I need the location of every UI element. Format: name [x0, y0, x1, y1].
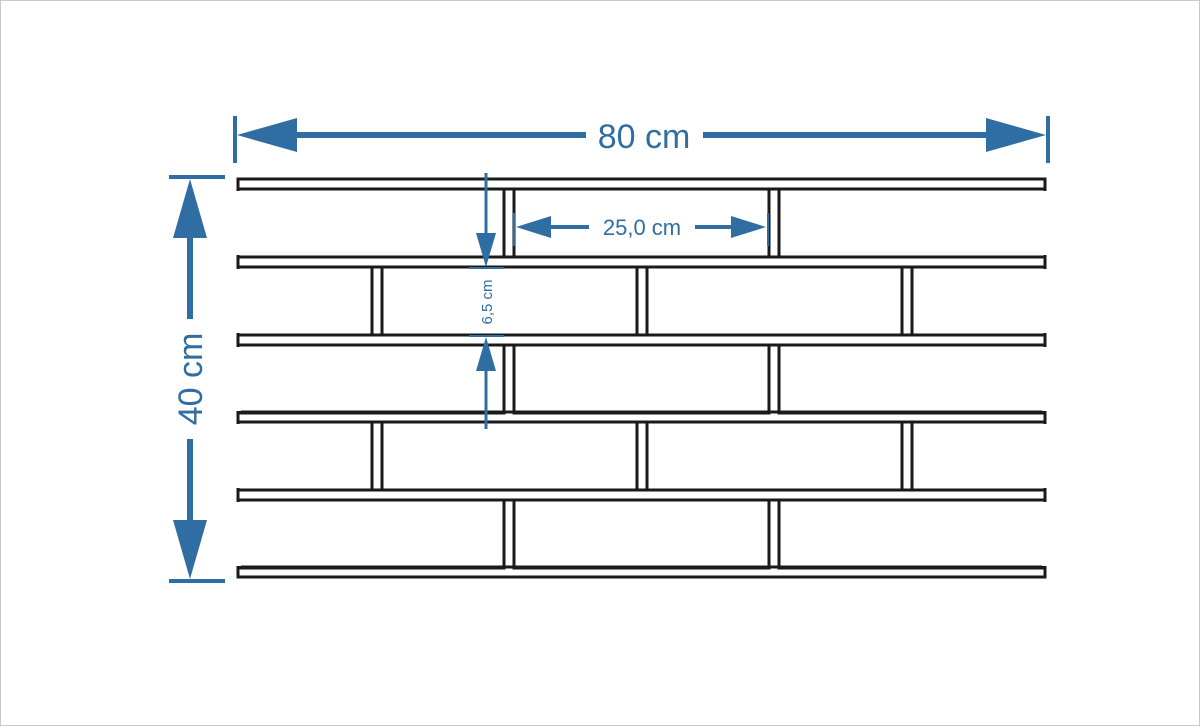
edge-mask — [235, 347, 241, 411]
width-dimension: 80 cm — [233, 116, 1050, 163]
brick-length-dimension: 25,0 cm — [513, 213, 769, 246]
brick — [512, 498, 771, 570]
edge-mask — [235, 269, 241, 333]
brick — [910, 265, 1047, 337]
arrow-up-icon — [173, 179, 207, 238]
height-label: 40 cm — [172, 333, 210, 426]
brick-height-dimension: 6,5 cm — [469, 173, 504, 429]
edge-mask — [1042, 191, 1048, 255]
arrow-up-icon — [476, 337, 496, 371]
edge-mask — [1042, 269, 1048, 333]
brick-panel — [235, 177, 1048, 579]
edge-mask — [235, 502, 241, 566]
arrow-down-icon — [476, 233, 496, 267]
edge-mask — [1042, 347, 1048, 411]
brick — [777, 343, 1047, 415]
brick — [236, 420, 374, 492]
brick — [777, 498, 1047, 570]
brick — [380, 420, 639, 492]
brick — [380, 265, 639, 337]
brick — [236, 343, 506, 415]
brick-length-label: 25,0 cm — [603, 215, 681, 240]
arrow-right-icon — [731, 216, 766, 238]
brick — [645, 265, 904, 337]
arrow-left-icon — [237, 118, 297, 152]
edge-mask — [1042, 502, 1048, 566]
brick — [236, 265, 374, 337]
brick-height-label: 6,5 cm — [479, 279, 496, 324]
arrow-left-icon — [516, 216, 551, 238]
brick — [236, 187, 506, 259]
brick — [236, 498, 506, 570]
edge-mask — [235, 424, 241, 488]
arrow-right-icon — [986, 118, 1046, 152]
brick — [777, 187, 1047, 259]
height-dimension: 40 cm — [169, 175, 225, 583]
brick — [512, 343, 771, 415]
brick — [910, 420, 1047, 492]
edge-mask — [235, 191, 241, 255]
edge-mask — [1042, 424, 1048, 488]
width-label: 80 cm — [598, 118, 691, 156]
arrow-down-icon — [173, 520, 207, 579]
brick — [645, 420, 904, 492]
